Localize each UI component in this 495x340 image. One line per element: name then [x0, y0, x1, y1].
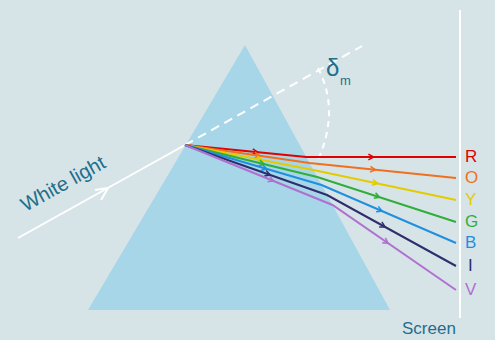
- color-letter: G: [465, 213, 478, 230]
- screen-line: [459, 10, 461, 318]
- light-label: White light: [17, 152, 108, 215]
- ray-arrowhead: [264, 171, 270, 176]
- deviation-arc: [318, 68, 329, 160]
- color-letter: V: [465, 281, 476, 298]
- ray-arrowhead: [368, 154, 373, 160]
- color-letter: Y: [465, 191, 476, 208]
- ray-line: [185, 145, 456, 266]
- ray-arrowhead: [370, 166, 376, 172]
- angle-subscript: m: [340, 74, 351, 87]
- ray-arrowhead: [382, 238, 388, 243]
- color-letter: B: [465, 234, 476, 251]
- incident-ray: [18, 145, 185, 238]
- dispersed-ray: [185, 145, 456, 266]
- ray-arrowhead: [376, 206, 382, 211]
- ray-arrowhead: [268, 176, 274, 181]
- ray-arrowhead: [379, 222, 385, 227]
- color-letter: R: [465, 148, 477, 165]
- ray-line: [185, 145, 456, 290]
- color-letter: I: [468, 257, 473, 274]
- ray-arrowhead: [374, 193, 380, 198]
- screen-label: Screen: [402, 320, 456, 337]
- ray-arrowhead: [95, 188, 108, 200]
- angle-symbol: δ: [326, 56, 339, 80]
- ray-arrowhead: [372, 180, 378, 186]
- undeviated-path: [185, 46, 362, 145]
- color-letter: O: [465, 169, 478, 186]
- ray-arrowhead: [261, 165, 267, 171]
- dispersed-ray: [185, 145, 456, 290]
